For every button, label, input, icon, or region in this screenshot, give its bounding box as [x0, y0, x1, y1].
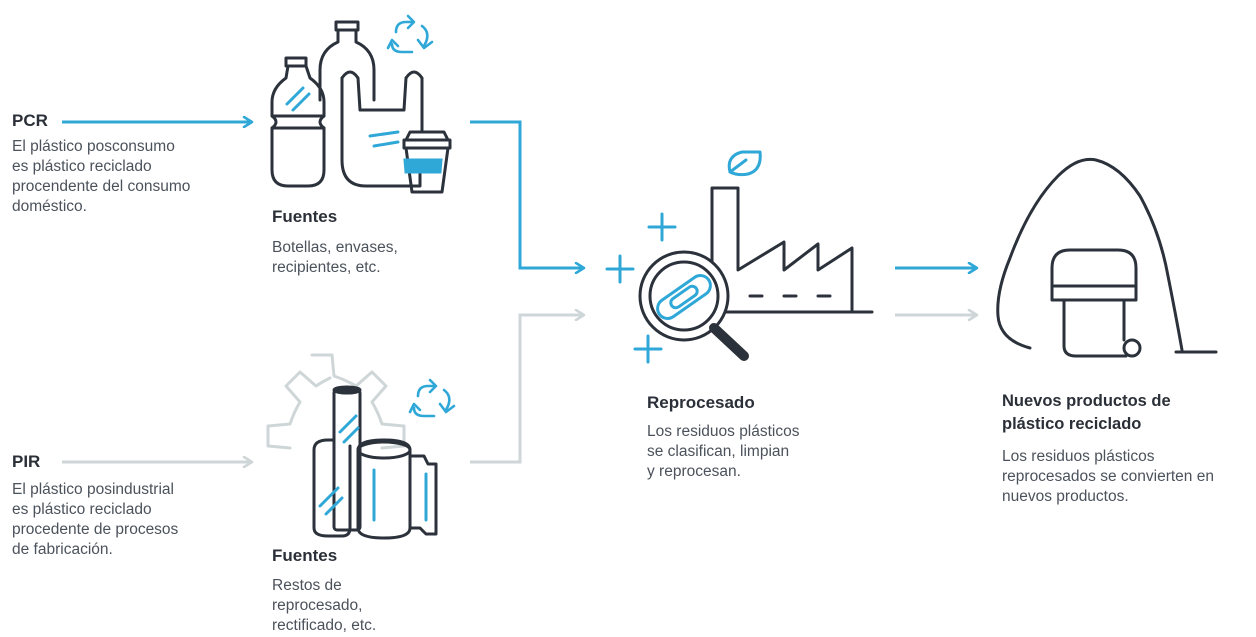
fuentes-bottom-desc-line: reprocesado, [272, 597, 363, 614]
nuevos-title-line: Nuevos productos de [1002, 392, 1171, 410]
fuentes-top-description: Botellas, envases, recipientes, etc. [272, 238, 472, 278]
nuevos-desc-line: Los residuos plásticos [1002, 448, 1155, 465]
reprocesado-desc-line: y reprocesan. [647, 463, 741, 480]
pir-desc-line: de fabricación. [12, 541, 113, 558]
pir-description: El plástico posindustrial es plástico re… [12, 480, 242, 560]
recycle-icon [386, 14, 434, 54]
nuevos-desc-line: nuevos productos. [1002, 488, 1129, 505]
nuevos-productos-title: Nuevos productos de plástico reciclado [1002, 390, 1242, 436]
pcr-desc-line: procendente del consumo [12, 178, 191, 195]
fuentes-top-desc-line: recipientes, etc. [272, 259, 381, 276]
bottle-highlights [285, 86, 443, 174]
fuentes-bottom-description: Restos de reprocesado, rectificado, etc. [272, 576, 472, 636]
vacuum-cleaner-icon [996, 157, 1218, 358]
fuentes-top-desc-line: Botellas, envases, [272, 239, 398, 256]
pcr-description: El plástico posconsumo es plástico recic… [12, 137, 242, 217]
nuevos-productos-description: Los residuos plásticos reprocesados se c… [1002, 447, 1252, 507]
bottom-to-reprocess-connector [470, 315, 584, 464]
bottles-bag-cup-icon [270, 20, 452, 194]
fuentes-bottom-desc-line: rectificado, etc. [272, 617, 377, 634]
pir-desc-line: El plástico posindustrial [12, 481, 174, 498]
industrial-rolls-gear-icon [266, 353, 438, 540]
pir-desc-line: procedente de procesos [12, 521, 179, 538]
nuevos-desc-line: reprocesados se convierten en [1002, 468, 1214, 485]
fuentes-bottom-desc-line: Restos de [272, 577, 342, 594]
recycle-icon [408, 378, 456, 418]
pcr-desc-line: El plástico posconsumo [12, 138, 175, 155]
pcr-label: PCR [12, 111, 48, 130]
reprocesado-title: Reprocesado [647, 393, 755, 412]
reprocesado-desc-line: Los residuos plásticos [647, 423, 800, 440]
reprocesado-description: Los residuos plásticos se clasifican, li… [647, 422, 867, 482]
factory-magnifier-icon [605, 150, 874, 364]
fuentes-bottom-title: Fuentes [272, 546, 338, 565]
nuevos-title-line: plástico reciclado [1002, 415, 1142, 433]
pir-desc-line: es plástico reciclado [12, 501, 152, 518]
pcr-desc-line: doméstico. [12, 198, 87, 215]
fuentes-top-title: Fuentes [272, 207, 338, 226]
reprocesado-desc-line: se clasifican, limpian [647, 443, 790, 460]
pir-label: PIR [12, 452, 41, 471]
pcr-desc-line: es plástico reciclado [12, 158, 152, 175]
top-to-reprocess-connector [470, 120, 584, 268]
